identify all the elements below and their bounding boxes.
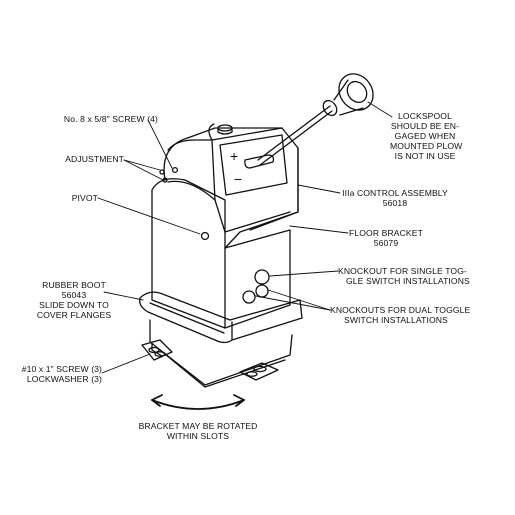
svg-text:+: + (230, 148, 238, 164)
label-knockout-dual: KNOCKOUTS FOR DUAL TOGGLE SWITCH INSTALL… (330, 305, 471, 325)
bracket-tab-left (141, 339, 173, 361)
control-assembly-housing (163, 123, 299, 249)
label-screw-bottom: #10 x 1" SCREW (3) LOCKWASHER (3) (21, 364, 102, 384)
label-knockout-single: KNOCKOUT FOR SINGLE TOG- GLE SWITCH INST… (338, 266, 470, 286)
control-plate: + − (219, 134, 288, 196)
label-rubber-boot: RUBBER BOOT 56043 SLIDE DOWN TO COVER FL… (36, 280, 112, 320)
label-adjustment: ADJUSTMENT (65, 154, 124, 164)
label-lockspool: LOCKSPOOL SHOULD BE EN- GAGED WHEN MOUNT… (390, 111, 463, 161)
floor-bracket-base (149, 319, 293, 388)
control-lever (257, 105, 333, 166)
knockout-single (254, 269, 270, 285)
lockspool-knob (322, 73, 374, 117)
label-screw-top: No. 8 x 5/8" SCREW (4) (63, 114, 158, 124)
floor-bracket-housing (151, 178, 291, 329)
label-control-assembly: IIIa CONTROL ASSEMBLY 56018 (342, 188, 448, 208)
pivot-screw (200, 231, 210, 241)
rotation-arrow (151, 394, 245, 410)
svg-text:−: − (234, 171, 242, 187)
label-pivot: PIVOT (71, 193, 98, 203)
label-bracket-rotate: BRACKET MAY BE ROTATED WITHIN SLOTS (138, 421, 258, 441)
knockouts-dual (242, 284, 269, 304)
bracket-tab-right (239, 362, 279, 381)
label-floor-bracket: FLOOR BRACKET 56079 (349, 228, 423, 248)
leader-lines (97, 101, 393, 374)
top-screw (217, 124, 233, 135)
